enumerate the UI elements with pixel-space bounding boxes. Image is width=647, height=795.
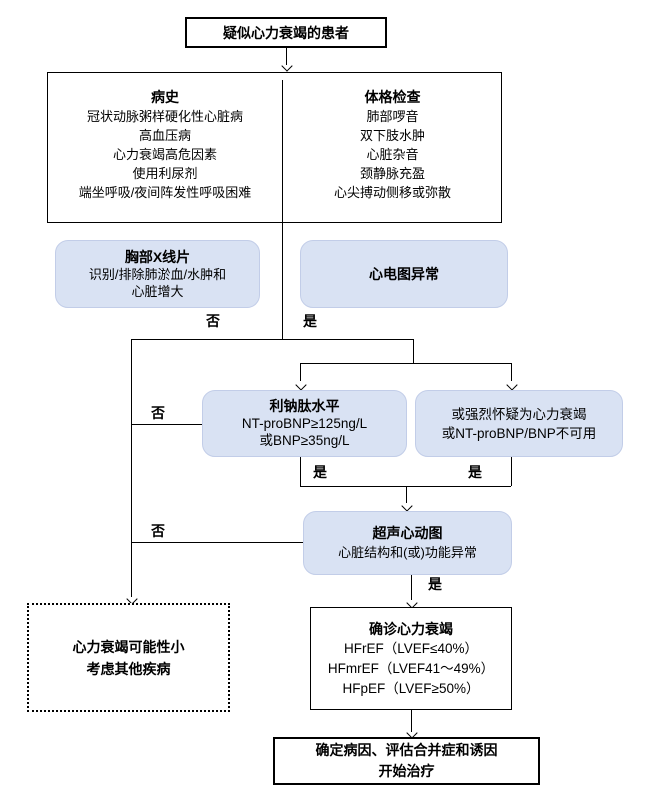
- ecg-node: 心电图异常: [300, 240, 508, 308]
- physical-column: 体格检查 肺部啰音 双下肢水肿 心脏杂音 颈静脉充盈 心尖搏动侧移或弥散: [283, 88, 502, 202]
- suspicion-line: 或NT-proBNP/BNP不可用: [441, 425, 597, 441]
- ecg-title: 心电图异常: [369, 265, 439, 282]
- chest-xray-line: 心脏增大: [131, 284, 184, 299]
- arrowhead-down-icon: [400, 499, 413, 512]
- history-item: 心力衰竭高危因素: [112, 147, 217, 162]
- history-header: 病史: [151, 89, 179, 105]
- connector-no-path: [131, 339, 132, 597]
- natriuretic-header: 利钠肽水平: [269, 398, 340, 414]
- hf-confirmed-header: 确诊心力衰竭: [369, 621, 453, 637]
- treatment-line: 开始治疗: [378, 763, 435, 779]
- physical-item: 颈静脉充盈: [359, 166, 425, 181]
- natriuretic-node: 利钠肽水平 NT-proBNP≥125ng/L 或BNP≥35ng/L: [202, 390, 407, 457]
- natriuretic-line: NT-proBNP≥125ng/L: [241, 416, 368, 431]
- connector-no-natriuretic: [131, 424, 202, 425]
- history-item: 冠状动脉粥样硬化性心脏病: [86, 109, 243, 124]
- chest-xray-line: 识别/排除肺淤血/水肿和: [88, 267, 227, 282]
- treatment-node: 确定病因、评估合并症和诱因 开始治疗: [273, 737, 540, 785]
- branch-label-yes-natriuretic: 是: [313, 464, 327, 480]
- hf-confirmed-line: HFmrEF（LVEF41～49%）: [327, 661, 495, 676]
- connector-natriuretic-merge: [300, 457, 301, 486]
- connector-merge-h: [300, 486, 511, 487]
- physical-item: 心尖搏动侧移或弥散: [333, 185, 451, 200]
- branch-label-no-echo: 否: [151, 523, 165, 539]
- hf-confirmed-line: HFrEF（LVEF≤40%）: [344, 641, 478, 656]
- hf-unlikely-node: 心力衰竭可能性小 考虑其他疾病: [27, 603, 230, 712]
- physical-item: 肺部啰音: [366, 109, 419, 124]
- hf-confirmed-node: 确诊心力衰竭 HFrEF（LVEF≤40%） HFmrEF（LVEF41～49%…: [310, 607, 512, 710]
- history-item: 端坐呼吸/夜间阵发性呼吸困难: [78, 185, 252, 200]
- hf-confirmed-line: HFpEF（LVEF≥50%）: [342, 681, 480, 696]
- branch-label-yes-suspicion: 是: [468, 464, 482, 480]
- natriuretic-line: 或BNP≥35ng/L: [259, 433, 350, 448]
- arrowhead-down-icon: [280, 59, 293, 72]
- echo-header: 超声心动图: [372, 525, 443, 541]
- connector-suspicion-merge: [511, 457, 512, 486]
- connector-no-echo: [131, 542, 303, 543]
- connector-split-h1: [131, 339, 414, 340]
- echo-line: 心脏结构和(或)功能异常: [338, 545, 477, 560]
- echo-node: 超声心动图 心脏结构和(或)功能异常: [303, 511, 512, 575]
- connector-to-echo: [406, 486, 407, 503]
- assessment-node: [47, 72, 502, 223]
- connector-to-natriuretic: [300, 363, 301, 381]
- physical-header: 体格检查: [364, 89, 421, 105]
- arrowhead-down-icon: [505, 378, 518, 391]
- chest-xray-node: 胸部X线片 识别/排除肺淤血/水肿和 心脏增大: [55, 240, 260, 308]
- start-node: 疑似心力衰竭的患者: [185, 17, 387, 48]
- history-item: 使用利尿剂: [132, 166, 198, 181]
- connector-start-assessment: [286, 48, 287, 65]
- hf-unlikely-line: 考虑其他疾病: [86, 660, 171, 677]
- branch-label-yes-echo: 是: [428, 576, 442, 592]
- connector-confirmed-treatment: [411, 710, 412, 732]
- physical-item: 心脏杂音: [366, 147, 419, 162]
- branch-label-yes-ecg: 是: [303, 313, 317, 329]
- assessment-divider: [282, 80, 283, 223]
- physical-item: 双下肢水肿: [359, 128, 425, 143]
- connector-echo-confirmed: [411, 575, 412, 600]
- branch-label-no-xray: 否: [206, 313, 220, 329]
- hf-unlikely-line: 心力衰竭可能性小: [72, 638, 185, 655]
- start-title: 疑似心力衰竭的患者: [223, 24, 349, 41]
- connector-split-h2: [300, 363, 512, 364]
- suspicion-node: 或强烈怀疑为心力衰竭 或NT-proBNP/BNP不可用: [415, 390, 623, 457]
- history-column: 病史 冠状动脉粥样硬化性心脏病 高血压病 心力衰竭高危因素 使用利尿剂 端坐呼吸…: [47, 88, 283, 202]
- chest-xray-header: 胸部X线片: [124, 249, 191, 265]
- arrowhead-down-icon: [294, 378, 307, 391]
- branch-label-no-natriuretic: 否: [151, 405, 165, 421]
- treatment-line: 确定病因、评估合并症和诱因: [315, 742, 498, 758]
- connector-yes-drop: [413, 339, 414, 364]
- suspicion-line: 或强烈怀疑为心力衰竭: [451, 406, 587, 422]
- history-item: 高血压病: [138, 128, 191, 143]
- connector-assessment-branch: [282, 223, 283, 340]
- connector-to-suspicion: [511, 363, 512, 381]
